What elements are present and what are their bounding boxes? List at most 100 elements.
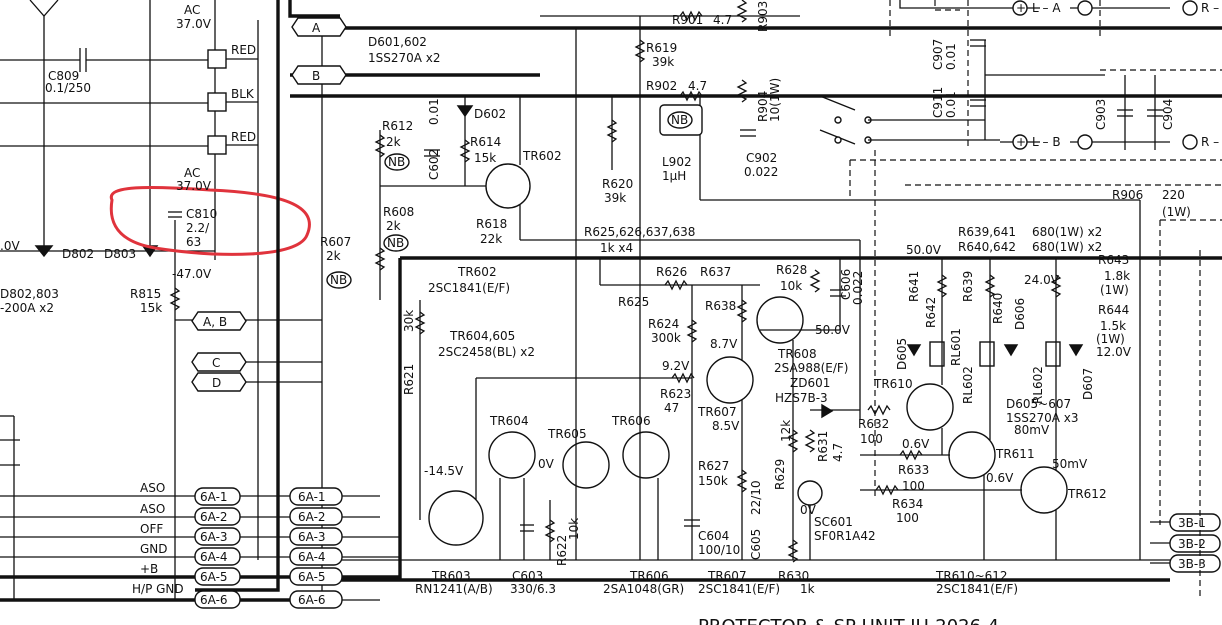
svg-text:R641: R641	[907, 271, 921, 302]
diode-d606	[1003, 344, 1019, 357]
svg-text:L – A: L – A	[1032, 1, 1061, 15]
svg-text:+: +	[1016, 135, 1026, 149]
svg-text:10(1W): 10(1W)	[768, 78, 782, 122]
svg-text:C602: C602	[427, 149, 441, 180]
signal-gnd: GND	[140, 542, 168, 556]
svg-text:37.0V: 37.0V	[176, 179, 212, 193]
svg-text:TR606: TR606	[629, 569, 669, 583]
connector-red-2	[207, 135, 227, 155]
connector-6a-2-mid	[289, 507, 343, 526]
svg-text:C907: C907	[931, 39, 945, 70]
svg-text:TR608: TR608	[777, 347, 817, 361]
resistor-r614	[459, 139, 471, 163]
transistors	[428, 163, 1068, 546]
wire-color-red-1: RED	[231, 43, 256, 57]
svg-text:0V: 0V	[800, 503, 817, 517]
resistor-r634	[875, 484, 899, 496]
svg-text:2SC1841(E/F): 2SC1841(E/F)	[428, 281, 510, 295]
svg-text:HZS7B-3: HZS7B-3	[775, 391, 828, 405]
svg-text:80mV: 80mV	[1014, 423, 1050, 437]
svg-text:R644: R644	[1098, 303, 1129, 317]
resistor-r622	[544, 519, 556, 543]
svg-text:100/10: 100/10	[698, 543, 740, 557]
speaker-terminal-r-b	[1182, 134, 1198, 150]
svg-text:R642: R642	[924, 297, 938, 328]
svg-text:-200A x2: -200A x2	[0, 301, 54, 315]
resistor-r619	[634, 39, 646, 63]
wire-color-blk: BLK	[231, 87, 255, 101]
terminal-flag-a	[291, 17, 347, 37]
svg-text:C606: C606	[839, 269, 853, 300]
svg-text:6A-2: 6A-2	[298, 510, 326, 524]
signal-aso-2: ASO	[140, 502, 165, 516]
svg-text:C809: C809	[48, 69, 79, 83]
svg-text:1SS270A x2: 1SS270A x2	[368, 51, 441, 65]
signal-off: OFF	[140, 522, 163, 536]
svg-text:8.5V: 8.5V	[712, 419, 740, 433]
resistor-r629	[787, 429, 799, 453]
resistor-r623	[671, 372, 695, 384]
svg-text:63: 63	[186, 235, 201, 249]
svg-text:1k x4: 1k x4	[600, 241, 633, 255]
svg-text:(1W): (1W)	[1100, 283, 1129, 297]
svg-text:(1W): (1W)	[1096, 332, 1125, 346]
resistor-r632	[867, 404, 891, 416]
resistor-r631	[804, 429, 816, 453]
svg-text:R640,642: R640,642	[958, 240, 1016, 254]
relay-rl601	[929, 341, 945, 367]
resistor-r627	[736, 469, 748, 493]
svg-text:10k: 10k	[567, 518, 581, 540]
svg-text:37.0V: 37.0V	[176, 17, 212, 31]
svg-text:30k: 30k	[402, 310, 416, 332]
svg-text:39k: 39k	[652, 55, 674, 69]
connector-3b-2	[1169, 534, 1221, 553]
connector-6a-4-mid	[289, 547, 343, 566]
svg-text:680(1W) x2: 680(1W) x2	[1032, 240, 1102, 254]
svg-text:R903: R903	[756, 1, 770, 32]
svg-text:TR604,605: TR604,605	[449, 329, 515, 343]
svg-text:R633: R633	[898, 463, 929, 477]
svg-text:R626: R626	[656, 265, 687, 279]
svg-text:39k: 39k	[604, 191, 626, 205]
svg-text:NB: NB	[671, 113, 688, 127]
transistor-tr607	[706, 356, 754, 404]
resistor-r643	[1050, 274, 1062, 298]
svg-text:R901: R901	[672, 13, 703, 27]
svg-text:1k: 1k	[800, 582, 815, 596]
resistor-r902	[679, 90, 703, 102]
svg-text:-14.5V: -14.5V	[424, 464, 464, 478]
speaker-terminal-r-a	[1182, 0, 1198, 16]
terminal-flag-ab	[191, 311, 247, 331]
svg-text:R620: R620	[602, 177, 633, 191]
terminal-d-label: D	[212, 376, 221, 390]
svg-text:0.6V: 0.6V	[902, 437, 930, 451]
relay-rl602b	[1045, 341, 1061, 367]
connector-blk	[207, 92, 227, 112]
svg-text:2SC1841(E/F): 2SC1841(E/F)	[936, 582, 1018, 596]
svg-text:3B-1: 3B-1	[1178, 516, 1206, 530]
svg-text:R612: R612	[382, 119, 413, 133]
svg-text:D605~607: D605~607	[1006, 397, 1071, 411]
svg-text:R –: R –	[1201, 135, 1219, 149]
svg-text:4.7: 4.7	[713, 13, 732, 27]
speaker-terminal-l-a-plus	[1012, 0, 1028, 16]
resistor-r621	[414, 311, 426, 335]
connector-6a-1-left	[194, 487, 241, 506]
svg-text:SC601: SC601	[814, 515, 853, 529]
terminal-ab-label: A, B	[203, 315, 227, 329]
svg-text:D802: D802	[62, 247, 94, 261]
svg-text:.0V: .0V	[0, 239, 20, 253]
svg-text:C903: C903	[1094, 99, 1108, 130]
transistor-tr608	[756, 296, 804, 344]
nb-markers: NB NB NB NB	[326, 111, 693, 289]
svg-text:R639: R639	[961, 271, 975, 302]
svg-text:RL602: RL602	[961, 366, 975, 404]
svg-text:R643: R643	[1098, 253, 1129, 267]
svg-text:6A-3: 6A-3	[200, 530, 228, 544]
signal-hp-gnd: H/P GND	[132, 582, 184, 596]
svg-text:50.0V: 50.0V	[815, 323, 851, 337]
svg-text:R628: R628	[776, 263, 807, 277]
svg-text:0.01: 0.01	[944, 43, 958, 70]
connector-6a-5-mid	[289, 567, 343, 586]
